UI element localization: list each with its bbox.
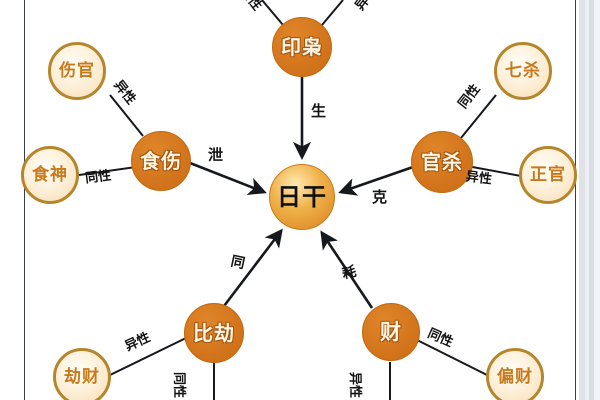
node-shishang[interactable]: 食伤 bbox=[131, 131, 191, 191]
edge-yinxiao-upper-right-stub bbox=[321, 0, 344, 26]
edge-yinxiao-upper-left-stub bbox=[261, 0, 284, 26]
edge-shangguan-to-shishang bbox=[109, 94, 144, 137]
edge-shishang-to-rigan bbox=[189, 161, 267, 195]
node-jiecai[interactable]: 劫财 bbox=[53, 348, 111, 400]
edge-jiecai-to-bijie bbox=[109, 337, 187, 376]
frame-rule-left bbox=[24, 0, 25, 400]
node-shishen-label: 食神 bbox=[32, 164, 68, 185]
node-guansha-label: 官杀 bbox=[421, 150, 463, 174]
node-yinxiao-label: 印枭 bbox=[281, 35, 323, 59]
edge-shishen-to-shishang bbox=[78, 166, 137, 176]
edge-guansha-to-rigan bbox=[338, 165, 414, 196]
node-shangguan[interactable]: 伤官 bbox=[48, 42, 106, 100]
node-bijie[interactable]: 比劫 bbox=[184, 303, 244, 363]
edge-label-shishen-tongxing: 同性 bbox=[84, 168, 113, 187]
edge-label-ke: 克 bbox=[372, 188, 388, 206]
node-cai-label: 财 bbox=[380, 319, 402, 344]
node-yinxiao[interactable]: 印枭 bbox=[272, 17, 332, 77]
node-zhengguan-label: 正官 bbox=[530, 164, 566, 185]
node-shangguan-label: 伤官 bbox=[59, 60, 95, 81]
node-rigan[interactable]: 日干 bbox=[269, 164, 335, 230]
node-rigan-label: 日干 bbox=[277, 183, 327, 211]
frame-rule-right bbox=[575, 0, 576, 400]
node-shishen[interactable]: 食神 bbox=[21, 146, 79, 204]
page-gutter-strip-1 bbox=[579, 0, 585, 400]
edge-label-sheng: 生 bbox=[311, 102, 327, 120]
edge-piancai-to-cai bbox=[416, 339, 488, 376]
node-shishang-label: 食伤 bbox=[140, 149, 182, 173]
page-gutter-strip-2 bbox=[585, 0, 589, 400]
edge-label-bijie-lower: 同性 bbox=[171, 372, 186, 399]
node-piancai[interactable]: 偏财 bbox=[486, 348, 544, 400]
node-qisha-label: 七杀 bbox=[505, 60, 541, 81]
edge-label-zhengguan-yixing: 异性 bbox=[464, 169, 493, 188]
node-piancai-label: 偏财 bbox=[497, 366, 533, 387]
node-zhengguan[interactable]: 正官 bbox=[519, 146, 577, 204]
node-guansha[interactable]: 官杀 bbox=[411, 131, 473, 193]
node-cai[interactable]: 财 bbox=[362, 303, 420, 361]
edge-label-cai-lower: 异性 bbox=[347, 372, 362, 399]
node-qisha[interactable]: 七杀 bbox=[494, 42, 552, 100]
edge-bijie-to-rigan bbox=[219, 228, 283, 311]
node-jiecai-label: 劫财 bbox=[64, 366, 100, 387]
node-bijie-label: 比劫 bbox=[193, 321, 235, 345]
edge-cai-to-rigan bbox=[320, 230, 374, 309]
page-gutter-strip-3 bbox=[589, 0, 594, 400]
edge-label-xie: 泄 bbox=[208, 146, 224, 164]
page-gutter-strip-4 bbox=[594, 0, 600, 400]
edge-qisha-to-guansha bbox=[460, 94, 497, 139]
edge-zhengguan-to-guansha bbox=[466, 165, 522, 177]
